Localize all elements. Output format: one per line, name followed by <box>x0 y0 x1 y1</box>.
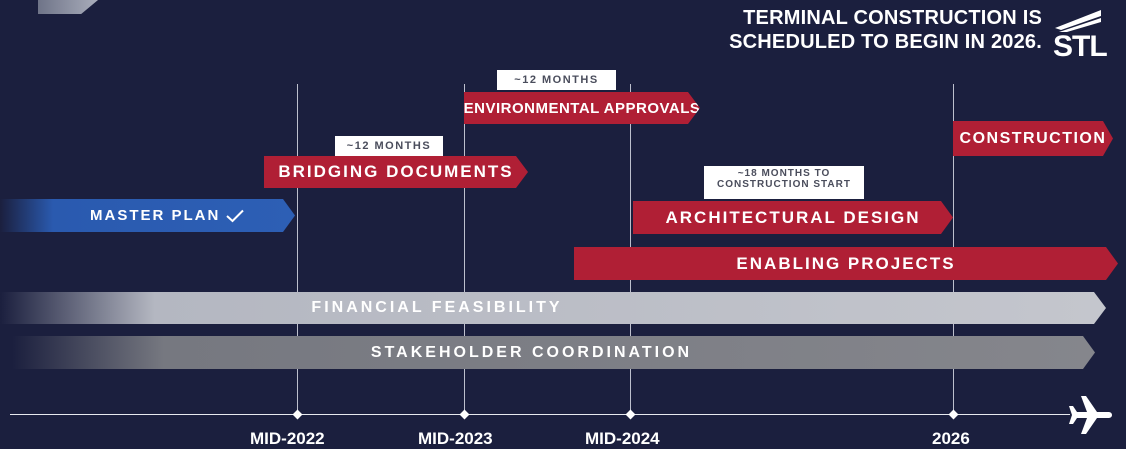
header-line-1: TERMINAL CONSTRUCTION IS <box>743 7 1042 29</box>
check-icon <box>226 209 244 223</box>
axis-marker <box>948 409 959 420</box>
phase-bar-enabling-projects: ENABLING PROJECTS <box>574 247 1118 280</box>
phase-label-group: MASTER PLAN <box>90 207 244 224</box>
phase-label: ENVIRONMENTAL APPROVALS <box>463 99 701 117</box>
tick-label: MID-2024 <box>585 429 660 448</box>
phase-label: BRIDGING DOCUMENTS <box>278 162 514 181</box>
phase-bar-environmental-approvals: ENVIRONMENTAL APPROVALS <box>464 92 700 124</box>
stl-logo-text: STL <box>1053 30 1108 63</box>
gridline-mid-2023 <box>464 84 465 414</box>
duration-line-1: ~18 MONTHS TO <box>737 168 831 179</box>
phase-label: MASTER PLAN <box>90 207 221 224</box>
header-headline: TERMINAL CONSTRUCTION IS SCHEDULED TO BE… <box>729 6 1042 54</box>
phase-bar-master-plan: MASTER PLAN <box>0 199 295 232</box>
phase-bar-architectural-design: ARCHITECTURAL DESIGN <box>633 201 953 234</box>
airplane-icon <box>1069 396 1112 434</box>
phase-label: ENABLING PROJECTS <box>736 253 956 273</box>
corner-decoration <box>38 0 98 14</box>
tick-label: 2026 <box>932 429 970 448</box>
phase-label: STAKEHOLDER COORDINATION <box>370 343 693 361</box>
gridline-mid-2022 <box>297 84 298 414</box>
stl-swoosh-icon <box>1055 10 1101 32</box>
header-line-2: SCHEDULED TO BEGIN IN 2026. <box>729 31 1042 53</box>
phase-bar-bridging-documents: BRIDGING DOCUMENTS <box>264 156 528 188</box>
duration-tag-bridging: ~12 MONTHS <box>335 136 443 156</box>
stl-logo: STL <box>1053 10 1108 63</box>
axis-marker <box>292 409 303 420</box>
phase-label: CONSTRUCTION <box>959 129 1107 147</box>
tick-label: MID-2023 <box>418 429 493 448</box>
phase-bar-construction: CONSTRUCTION <box>953 121 1113 156</box>
time-axis <box>10 414 1070 415</box>
phase-label: FINANCIAL FEASIBILITY <box>311 299 563 316</box>
duration-tag-architectural: ~18 MONTHS TO CONSTRUCTION START <box>704 166 864 199</box>
duration-line-2: CONSTRUCTION START <box>717 179 851 190</box>
phase-label: ARCHITECTURAL DESIGN <box>665 207 921 227</box>
tick-label: MID-2022 <box>250 429 325 448</box>
axis-marker <box>625 409 636 420</box>
phase-bar-stakeholder-coordination: STAKEHOLDER COORDINATION <box>12 336 1095 369</box>
duration-tag-environmental: ~12 MONTHS <box>497 70 616 90</box>
phase-bar-financial-feasibility: FINANCIAL FEASIBILITY <box>0 292 1106 324</box>
axis-marker <box>459 409 470 420</box>
